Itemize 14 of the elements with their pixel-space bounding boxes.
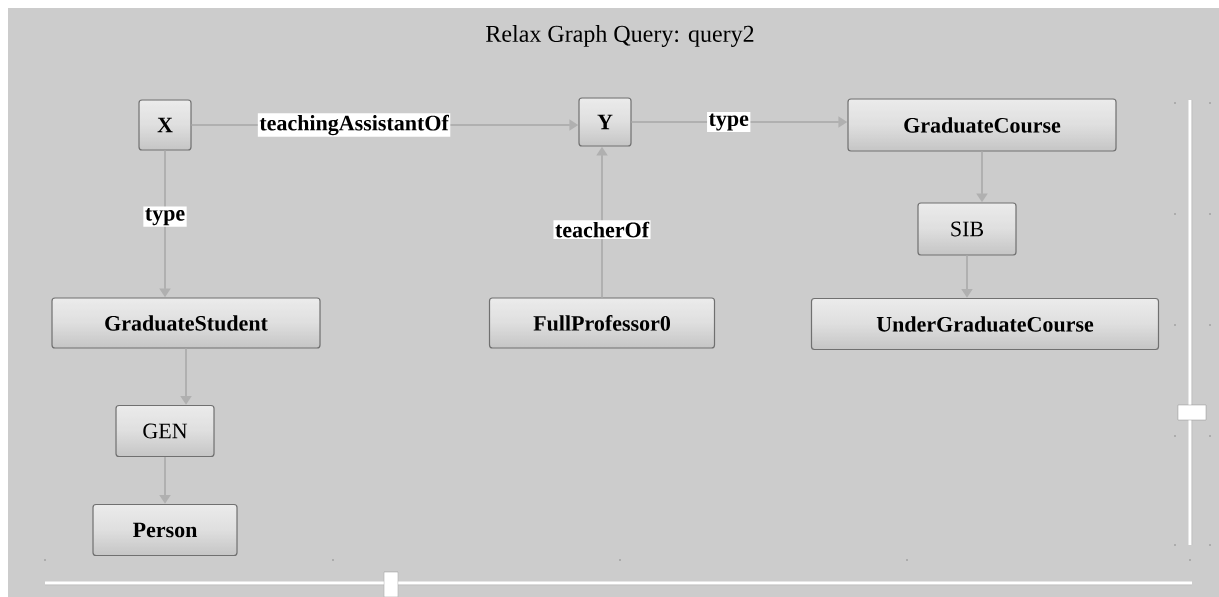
node-box: FullProfessor0 [488, 297, 716, 349]
node-box: GraduateStudent [51, 297, 321, 349]
node-box: UnderGraduateCourse [810, 297, 1160, 351]
edge-label: teacherOf [553, 220, 651, 239]
node-box: Person [92, 503, 238, 557]
node-box: X [138, 99, 192, 151]
node-box: GEN [115, 404, 215, 458]
title: Relax Graph Query: query2 [486, 25, 754, 47]
node-box: Y [578, 97, 632, 147]
edge-label: teachingAssistantOf [257, 113, 451, 137]
edge-label: type [143, 206, 187, 227]
node-box: GraduateCourse [847, 98, 1117, 152]
node-box: SIB [917, 202, 1017, 256]
edge-label: type [707, 111, 751, 133]
